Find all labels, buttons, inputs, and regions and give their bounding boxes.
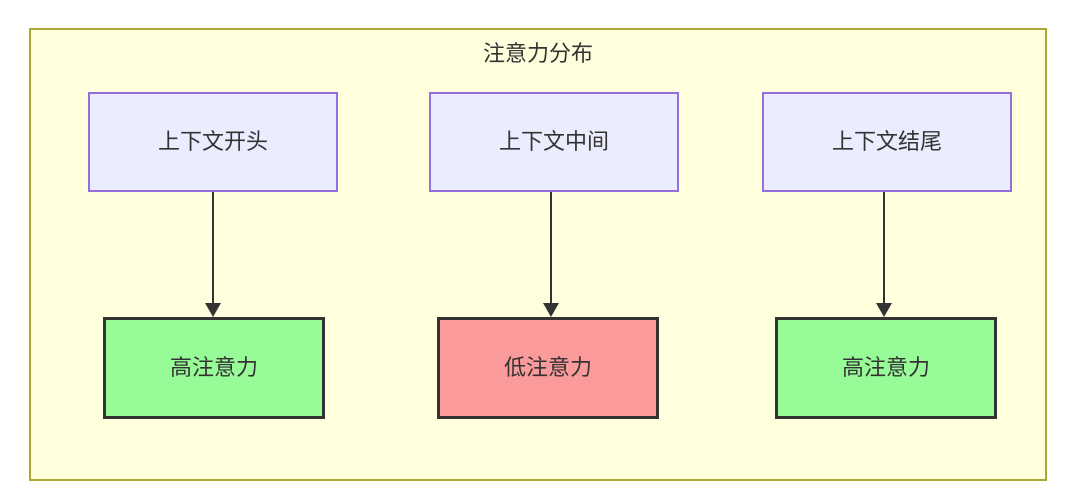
node-label: 低注意力 — [503, 355, 592, 380]
node-label: 高注意力 — [841, 355, 930, 380]
node-attention-high-start[interactable]: 高注意力 — [103, 317, 325, 419]
node-label: 上下文结尾 — [831, 129, 942, 154]
node-context-middle[interactable]: 上下文中间 — [429, 92, 679, 192]
node-label: 上下文开头 — [157, 129, 268, 154]
node-label: 上下文中间 — [498, 129, 609, 154]
node-attention-high-end[interactable]: 高注意力 — [775, 317, 997, 419]
cluster-title: 注意力分布 — [482, 41, 593, 66]
node-label: 高注意力 — [169, 355, 258, 380]
node-attention-low-middle[interactable]: 低注意力 — [437, 317, 659, 419]
node-context-end[interactable]: 上下文结尾 — [762, 92, 1012, 192]
node-context-start[interactable]: 上下文开头 — [88, 92, 338, 192]
